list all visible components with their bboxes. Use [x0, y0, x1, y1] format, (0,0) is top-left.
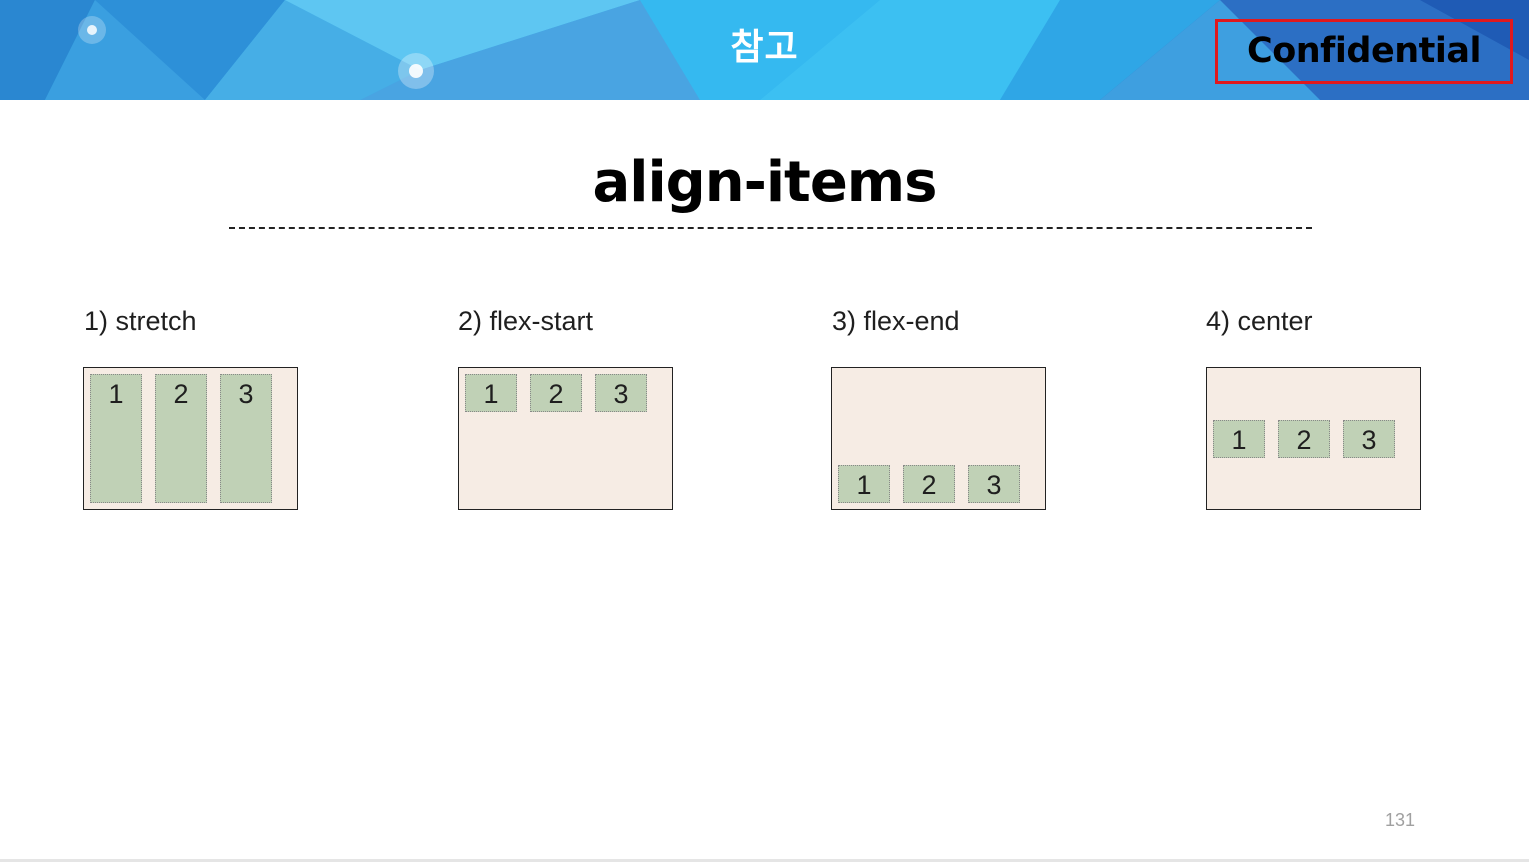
bottom-rule [0, 859, 1529, 862]
confidential-label: Confidential [1247, 31, 1481, 71]
flex-item: 3 [1343, 420, 1395, 458]
example-label-flex-end: 3) flex-end [832, 306, 960, 336]
flex-item: 3 [595, 374, 647, 412]
header-banner: 참고 Confidential [0, 0, 1529, 100]
flex-item: 2 [155, 374, 207, 503]
flex-item: 1 [838, 465, 890, 503]
banner-background [0, 0, 1529, 100]
page-number: 131 [1384, 810, 1416, 830]
flex-container-flex-start: 1 2 3 [458, 367, 673, 510]
slide-title: align-items [592, 150, 937, 215]
flex-item: 1 [1213, 420, 1265, 458]
flex-item: 3 [220, 374, 272, 503]
title-divider [229, 227, 1312, 229]
flex-item: 2 [903, 465, 955, 503]
flex-item: 2 [530, 374, 582, 412]
header-title: 참고 [730, 27, 799, 68]
flex-item: 2 [1278, 420, 1330, 458]
flex-container-flex-end: 1 2 3 [831, 367, 1046, 510]
flex-container-center: 1 2 3 [1206, 367, 1421, 510]
confidential-badge: Confidential [1215, 19, 1513, 84]
flex-item: 1 [90, 374, 142, 503]
example-label-flex-start: 2) flex-start [458, 306, 594, 336]
flex-item: 1 [465, 374, 517, 412]
flex-item: 3 [968, 465, 1020, 503]
example-label-center: 4) center [1206, 306, 1313, 336]
flex-container-stretch: 1 2 3 [83, 367, 298, 510]
example-label-stretch: 1) stretch [84, 306, 197, 336]
